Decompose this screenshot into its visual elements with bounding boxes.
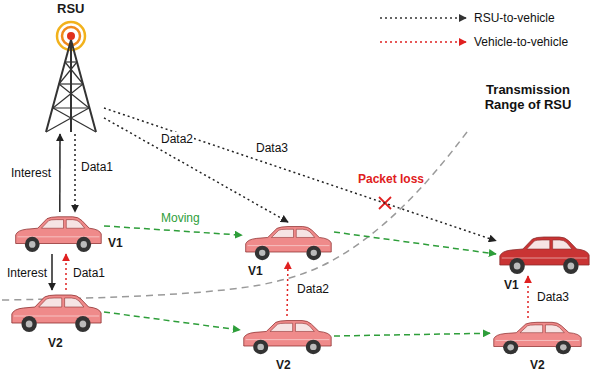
vehicle-label: V1 <box>108 236 123 250</box>
edge-label: Data3 <box>536 290 570 304</box>
edge-label: Data1 <box>80 160 114 174</box>
connector <box>104 312 240 330</box>
car-picture <box>12 212 104 254</box>
legend-sample <box>380 17 466 19</box>
vehicle-node: V2 <box>8 290 104 334</box>
vehicle-label: V1 <box>504 278 519 292</box>
edge-label: Data3 <box>255 141 289 155</box>
vehicle-label: V2 <box>276 358 291 372</box>
car-picture <box>242 222 334 262</box>
legend-text: Vehicle-to-vehicle <box>474 35 568 49</box>
edge-label: Interest <box>6 266 48 280</box>
connector <box>104 226 242 235</box>
vehicle-node: V1 <box>242 222 334 262</box>
car-picture <box>8 290 104 334</box>
car-picture <box>240 316 334 356</box>
connector <box>59 134 61 212</box>
vehicle-node: V2 <box>490 318 584 356</box>
legend-sample <box>380 41 466 43</box>
connector <box>527 276 529 318</box>
connector <box>334 333 490 336</box>
connector <box>51 254 53 290</box>
connector <box>104 108 496 241</box>
edge-label: Data2 <box>160 132 194 146</box>
car-picture <box>490 318 584 356</box>
rsu-tower <box>38 4 104 134</box>
connector <box>104 118 288 222</box>
edge-label: Moving <box>160 211 201 225</box>
edge-label: Data1 <box>72 266 106 280</box>
car-picture <box>496 232 592 276</box>
range-arc <box>2 128 470 300</box>
vehicle-node: V1 <box>496 232 592 276</box>
connector <box>287 262 288 316</box>
legend-text: RSU-to-vehicle <box>474 11 555 25</box>
connector <box>334 232 496 254</box>
edge-label: Data2 <box>296 282 330 296</box>
connector <box>74 134 76 212</box>
connector <box>65 254 67 290</box>
range-note: Transmission Range of RSU <box>478 82 578 112</box>
vehicle-node: V2 <box>240 316 334 356</box>
loss-note: Packet loss <box>358 172 424 186</box>
vehicle-node: V1 <box>12 212 104 254</box>
vehicle-label: V2 <box>48 336 63 350</box>
rsu-node: RSU <box>38 4 104 134</box>
rsu-label: RSU <box>57 2 84 16</box>
edge-label: Interest <box>10 166 52 180</box>
vehicle-label: V2 <box>530 358 545 372</box>
vehicle-label: V1 <box>248 264 263 278</box>
